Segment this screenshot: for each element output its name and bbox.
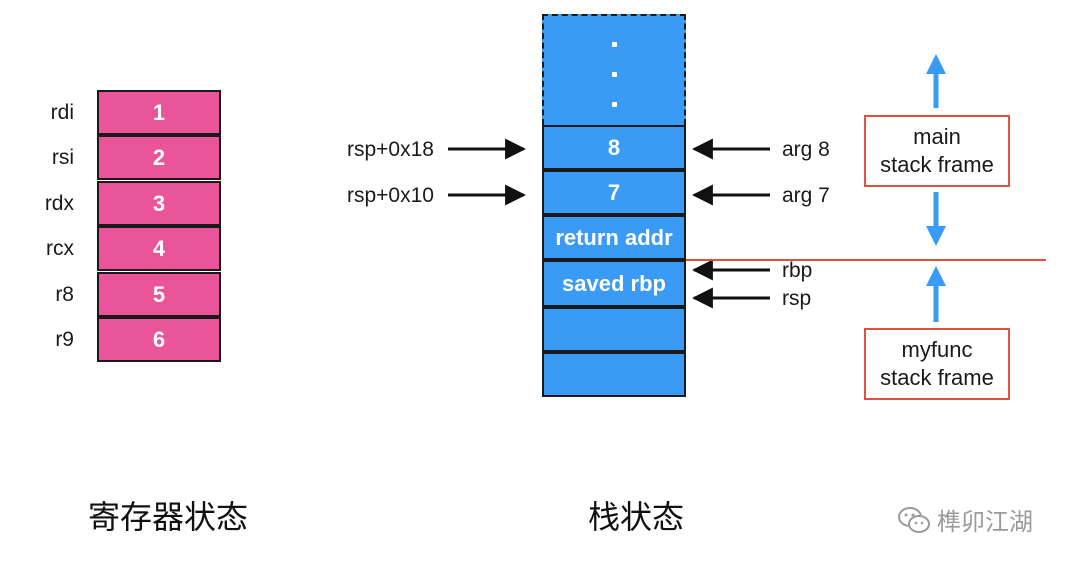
main-frame-title: main (913, 124, 961, 149)
stack-cell-return-addr: return addr (542, 215, 686, 260)
register-name-rdx: rdx (44, 192, 74, 215)
register-name-rsi: rsi (51, 146, 74, 169)
pointer-label-arg8: arg 8 (782, 138, 830, 161)
myfunc-stack-frame-box: myfunc stack frame (864, 328, 1010, 400)
stack-ellipsis-dot (612, 102, 617, 107)
stack-cell-empty (542, 307, 686, 352)
stack-ellipsis-dot (612, 72, 617, 77)
watermark-text: 榫卯江湖 (937, 508, 1033, 536)
register-cell-rdx: 3 (97, 181, 221, 226)
stack-top-continuation (542, 14, 686, 125)
register-name-rcx: rcx (46, 237, 74, 260)
stack-state-caption: 栈状态 (588, 498, 685, 536)
watermark: 榫卯江湖 (897, 502, 1033, 537)
main-frame-subtitle: stack frame (880, 152, 994, 177)
pointer-label-rsp-0x18: rsp+0x18 (347, 138, 434, 161)
register-cell-rsi: 2 (97, 135, 221, 180)
register-name-r8: r8 (55, 283, 74, 306)
register-name-rdi: rdi (50, 101, 74, 124)
pointer-label-rbp: rbp (782, 259, 813, 282)
stack-cell-arg8: 8 (542, 125, 686, 170)
register-name-r9: r9 (55, 328, 74, 351)
register-state-caption: 寄存器状态 (88, 498, 249, 536)
stack-cell-saved-rbp: saved rbp (542, 260, 686, 307)
stack-ellipsis-dot (612, 42, 617, 47)
pointer-label-rsp-0x10: rsp+0x10 (347, 184, 434, 207)
register-cell-rdi: 1 (97, 90, 221, 135)
register-cell-rcx: 4 (97, 226, 221, 271)
myfunc-frame-title: myfunc (901, 337, 973, 362)
main-stack-frame-box: main stack frame (864, 115, 1010, 187)
myfunc-frame-subtitle: stack frame (880, 365, 994, 390)
register-cell-r9: 6 (97, 317, 221, 362)
pointer-label-rsp: rsp (782, 287, 812, 310)
pointer-label-arg7: arg 7 (782, 184, 830, 207)
register-cell-r8: 5 (97, 272, 221, 317)
stack-cell-empty (542, 352, 686, 397)
wechat-icon (898, 506, 930, 533)
stack-cell-arg7: 7 (542, 170, 686, 215)
